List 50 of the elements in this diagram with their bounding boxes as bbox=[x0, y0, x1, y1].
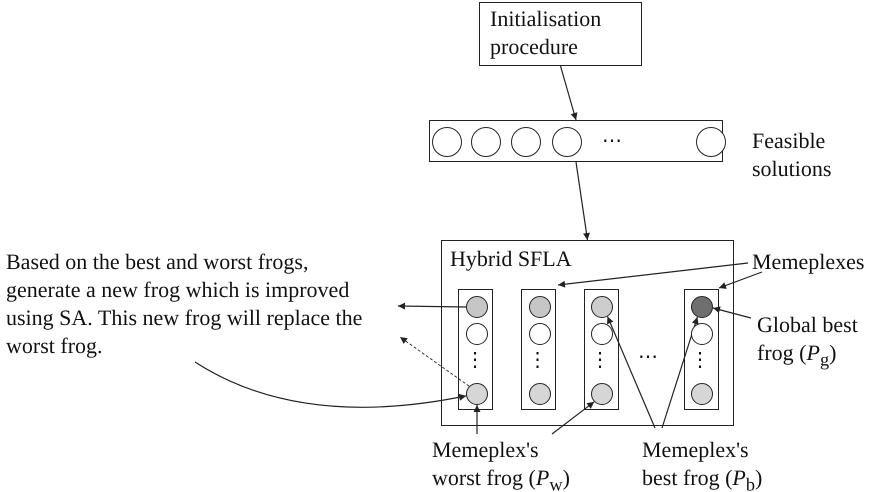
vertical-ellipsis: ⋮ bbox=[528, 350, 548, 370]
frog-circle bbox=[466, 296, 488, 318]
frog-circle bbox=[591, 296, 613, 318]
arrow bbox=[194, 361, 466, 408]
arrow bbox=[398, 302, 466, 310]
memeplex-box bbox=[521, 289, 556, 410]
frog-circle bbox=[691, 383, 713, 405]
frog-circle bbox=[691, 323, 713, 345]
horizontal-ellipsis: ⋯ bbox=[638, 347, 658, 367]
frog-circle bbox=[691, 296, 713, 318]
frog-circle bbox=[528, 296, 550, 318]
annotation-text: Based on the best and worst frogs, generate a new frog which is improved using SA. This new frog will replace the worst frog. bbox=[6, 248, 378, 360]
horizontal-ellipsis: ⋯ bbox=[602, 131, 622, 151]
solution-pool-box bbox=[429, 120, 723, 162]
node-caption: Feasible solutions bbox=[752, 127, 832, 183]
vertical-ellipsis: ⋮ bbox=[465, 350, 485, 370]
solution-circle bbox=[471, 127, 501, 157]
annotation-text: Memeplexes bbox=[752, 248, 877, 276]
box-title: Hybrid SFLA bbox=[450, 245, 573, 273]
arrow bbox=[558, 262, 748, 288]
memeplex-box bbox=[684, 289, 719, 410]
process-box bbox=[479, 2, 642, 66]
annotation-text: Memeplex's best frog (P$_{b}$) bbox=[642, 436, 770, 492]
solution-circle bbox=[432, 127, 462, 157]
arrow bbox=[712, 306, 752, 319]
arrow bbox=[606, 316, 656, 428]
arrow bbox=[560, 66, 578, 120]
arrow bbox=[552, 401, 595, 434]
memeplex-box bbox=[458, 289, 493, 410]
arrow bbox=[474, 405, 480, 434]
arrow bbox=[661, 316, 699, 428]
frog-circle bbox=[591, 323, 613, 345]
arrow bbox=[575, 162, 590, 240]
vertical-ellipsis: ⋮ bbox=[690, 350, 710, 370]
algorithm-box bbox=[441, 240, 734, 426]
frog-circle bbox=[466, 383, 488, 405]
dashed-arrow bbox=[400, 336, 470, 387]
frog-circle bbox=[528, 383, 550, 405]
solution-circle bbox=[552, 127, 582, 157]
annotation-text: Memeplex's worst frog (P$_{w}$) bbox=[432, 436, 582, 492]
arrow bbox=[718, 271, 762, 289]
frog-circle bbox=[591, 383, 613, 405]
vertical-ellipsis: ⋮ bbox=[590, 350, 610, 370]
memeplex-box bbox=[584, 289, 619, 410]
frog-circle bbox=[528, 323, 550, 345]
frog-circle bbox=[466, 323, 488, 345]
box-label: Initialisation procedure bbox=[490, 5, 602, 61]
solution-circle bbox=[511, 127, 541, 157]
annotation-text: Global best frog (P$_{g}$) bbox=[757, 311, 877, 374]
solution-circle bbox=[696, 127, 726, 157]
